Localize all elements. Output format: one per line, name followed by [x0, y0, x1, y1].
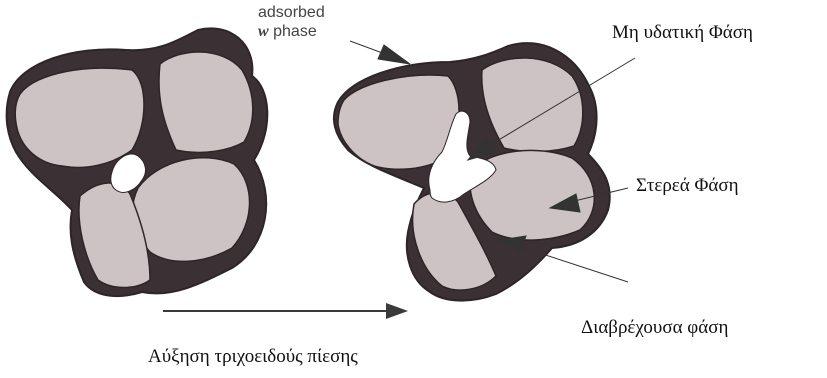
- capillary-arrow-head: [386, 303, 408, 319]
- left-aggregate: [7, 28, 268, 296]
- left-grain-top-left: [15, 68, 144, 167]
- non-aqueous-phase-label: Μη υδατική Φάση: [612, 23, 753, 42]
- adsorbed-pointer-head: [378, 45, 410, 64]
- adsorbed-w-phase-label: adsorbed w phase: [258, 3, 325, 41]
- adsorbed-label-line1: adsorbed: [258, 3, 325, 22]
- left-grain-top-right: [159, 52, 253, 152]
- adsorbed-label-line2: w phase: [258, 22, 325, 41]
- adsorbed-w-symbol: w: [258, 23, 269, 40]
- capillary-pressure-label: Αύξηση τριχοειδούς πίεσης: [148, 347, 358, 366]
- capillary-pressure-arrow: [163, 303, 408, 319]
- solid-phase-label: Στερεά Φάση: [636, 176, 739, 195]
- adsorbed-phase-word: phase: [273, 23, 317, 40]
- wetting-phase-label: Διαβρέχουσα φάση: [581, 318, 728, 337]
